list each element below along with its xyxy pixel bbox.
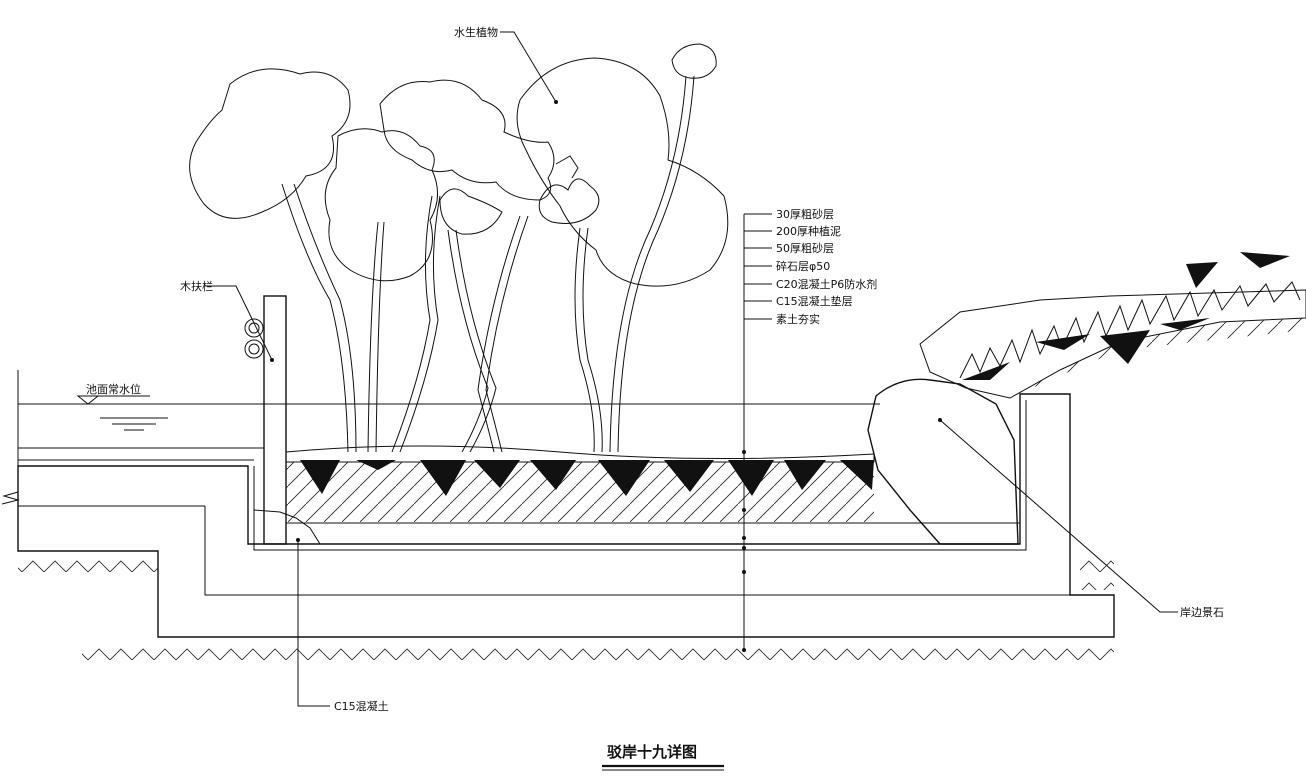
label-layer1: 30厚粗砂层 <box>776 208 834 221</box>
label-layer7: 素土夯实 <box>776 312 820 326</box>
label-layer3: 50厚粗砂层 <box>776 242 834 255</box>
label-layer4: 碎石层φ50 <box>776 259 830 273</box>
label-stone: 岸边景石 <box>1180 606 1224 619</box>
concrete-structure <box>1 370 1115 638</box>
wooden-railing <box>206 285 287 545</box>
aquatic-plants <box>189 31 729 453</box>
label-plants: 水生植物 <box>454 25 498 39</box>
label-railing: 木扶栏 <box>180 279 213 293</box>
layer-leader <box>742 213 772 652</box>
water-surface <box>18 395 880 431</box>
label-layer2: 200厚种植泥 <box>776 224 841 238</box>
label-water-level: 池面常水位 <box>86 382 141 396</box>
bank-stone <box>867 252 1306 613</box>
planting-soil <box>285 445 875 522</box>
concrete-leader <box>296 538 330 707</box>
ground-soil <box>18 550 1114 664</box>
label-layer6: C15混凝土垫层 <box>776 294 853 308</box>
label-layer5: C20混凝土P6防水剂 <box>776 277 877 291</box>
drawing-title: 驳岸十九详图 <box>607 743 697 761</box>
label-concrete: C15混凝土 <box>334 699 389 713</box>
